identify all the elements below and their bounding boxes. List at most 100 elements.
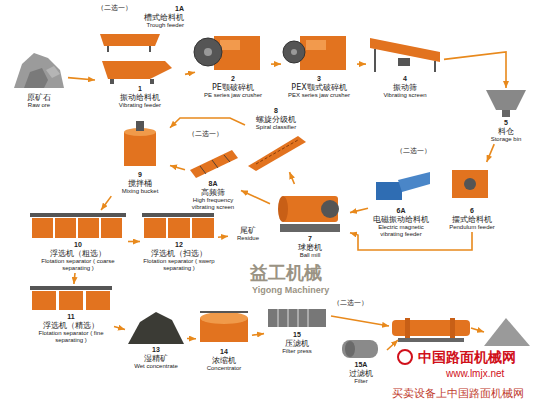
part-name-en: Vibrating feeder: [96, 102, 184, 109]
filter-press: [278, 309, 279, 327]
drum-filter: [342, 340, 378, 358]
callout-number: 12: [141, 241, 217, 249]
jaw-crusher: [194, 36, 260, 70]
ore-pile: [24, 68, 48, 88]
picture-space: [111, 119, 169, 171]
choice-note: （二选一）: [333, 300, 368, 307]
equipment-node: 8A高频筛High frequency vibrating screen: [185, 143, 241, 212]
part-name-zh: 浮选机（精选）: [29, 321, 113, 330]
spiral-classifier: [256, 140, 298, 164]
high-frequency-screen: [212, 160, 218, 168]
site-slogan: 买卖设备上中国路面机械网: [392, 388, 524, 399]
part-name-zh: 高频筛: [186, 188, 240, 197]
flotation-cells: [142, 213, 214, 238]
vibrating-feeder: [102, 61, 172, 84]
thickener: [200, 312, 248, 342]
flow-arrow: [170, 166, 185, 170]
spiral-classifier: [248, 136, 306, 171]
callout-number: 13: [126, 346, 186, 354]
flow-arrow: [128, 241, 140, 243]
concentrate-pile: [128, 312, 184, 344]
site-url: www.lmjx.net: [446, 369, 504, 379]
rotary-dryer: [392, 318, 470, 342]
high-frequency-screen: [190, 150, 238, 178]
part-name-en: PEX series jaw crusher: [282, 92, 356, 99]
vibrating-feeder: [110, 79, 114, 84]
equipment-node: 11浮选机（精选）Flotation separator ( fine sepa…: [28, 284, 114, 345]
part-name-en: Filter: [337, 378, 385, 385]
rotary-dryer: [398, 338, 464, 342]
flotation-cells: [30, 286, 112, 310]
jaw-crusher: [194, 38, 222, 66]
vibrating-screen: [374, 49, 376, 72]
picture-space: [196, 29, 270, 75]
callout-number: 9: [111, 171, 169, 179]
watermark: 益工机械: [250, 264, 322, 282]
flotation-cells: [142, 213, 214, 217]
part-name-zh: 振动筛: [367, 83, 443, 92]
picture-space: [29, 285, 113, 313]
pendulum-feeder: [452, 170, 488, 198]
equipment-node: 6A电磁振动给料机Electric magnetic vibrating fee…: [368, 162, 434, 239]
flow-arrow: [487, 144, 495, 162]
part-name-zh: PEX颚式破碎机: [282, 83, 356, 92]
flotation-cells: [55, 218, 76, 238]
vibrating-screen: [370, 38, 440, 72]
equipment-node: 9搅拌桶Mixing bucket: [110, 118, 170, 196]
site-logo: [398, 350, 412, 364]
ball-mill: [282, 196, 338, 222]
part-name-en: Raw ore: [11, 102, 67, 109]
equipment-node: 10浮选机（粗选）Flotation separator ( coarse se…: [28, 210, 128, 273]
ore-pile: [14, 53, 64, 88]
part-name-zh: PE颚破碎机: [196, 83, 270, 92]
flow-arrow: [444, 52, 506, 88]
part-name-en: Flotation separator ( fine separating ): [29, 330, 113, 344]
picture-space: [96, 29, 184, 51]
electromagnetic-feeder: [398, 172, 430, 192]
flow-arrow: [218, 236, 228, 237]
callout-number: 3: [282, 75, 356, 83]
vibrating-feeder: [150, 79, 154, 84]
flow-arrow: [252, 334, 264, 336]
callout-number: 7: [271, 235, 349, 243]
flow-arrow: [68, 78, 95, 80]
flow-arrow: [185, 72, 195, 74]
flotation-cells: [59, 291, 83, 310]
flow-arrow: [114, 326, 125, 329]
high-frequency-screen: [190, 150, 238, 178]
part-name-en: Mixing bucket: [111, 188, 169, 195]
part-name-en: Residue: [229, 235, 267, 242]
picture-space: [265, 303, 329, 331]
jaw-crusher: [220, 40, 240, 50]
picture-space: [369, 163, 433, 207]
rotary-dryer: [405, 318, 410, 338]
flow-arrow: [357, 63, 366, 65]
flotation-cells: [78, 218, 99, 238]
flow-arrow: [241, 190, 270, 203]
callout-number: 6: [441, 207, 503, 215]
jaw-crusher: [300, 36, 346, 70]
part-name-zh: 压滤机: [265, 339, 329, 348]
picture-space: [246, 131, 306, 171]
part-name-en: Wet concentrate: [126, 363, 186, 370]
callout-number: 14: [197, 348, 251, 356]
part-name-zh: 电磁振动给料机: [369, 215, 433, 224]
choice-note: （二选一）: [396, 148, 431, 155]
part-name-en: Flotation separator ( coarse separating …: [29, 258, 127, 272]
callout-number: 5: [471, 119, 541, 127]
equipment-node: 4振动筛Vibrating screen: [366, 28, 444, 100]
jaw-crusher: [291, 49, 297, 55]
flotation-cells: [30, 213, 126, 217]
part-name-zh: 原矿石: [11, 93, 67, 102]
flow-arrow: [290, 172, 295, 184]
part-name-en: High frequency vibrating screen: [186, 197, 240, 211]
flow-arrow: [271, 63, 281, 65]
filter-press: [298, 309, 299, 327]
part-name-zh: 浮选机（扫选）: [141, 249, 217, 258]
part-name-zh: 振动给料机: [96, 93, 184, 102]
pendulum-feeder: [452, 170, 488, 198]
product-pile: [484, 318, 530, 346]
picture-space: [197, 306, 251, 348]
flow-arrow: [331, 316, 389, 326]
